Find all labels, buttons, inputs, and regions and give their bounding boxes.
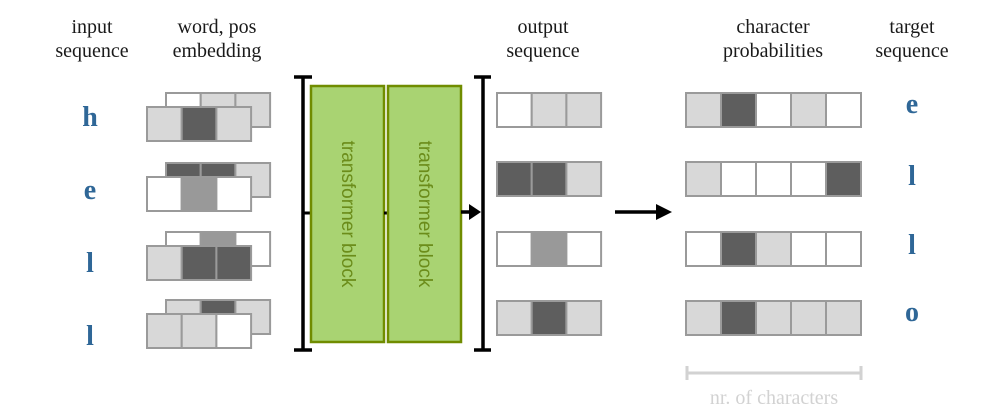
output-row: [496, 161, 603, 197]
cell-white: [825, 231, 862, 267]
transformer-block-1: transformer block: [309, 84, 386, 344]
header-line: sequence: [55, 40, 128, 62]
cell-white: [685, 231, 722, 267]
cell-white: [215, 176, 253, 212]
header-line: input: [71, 16, 113, 38]
input-token: h: [82, 102, 98, 133]
cell-white: [146, 176, 183, 212]
cell-dark: [180, 106, 218, 142]
cell-light: [146, 245, 183, 281]
cell-dark: [215, 245, 253, 281]
output-bracket: [474, 75, 491, 352]
cell-dark: [180, 245, 218, 281]
probability-row: [685, 92, 862, 128]
cell-mid: [180, 176, 218, 212]
cell-light: [146, 106, 183, 142]
arrow-to-output-icon: [461, 204, 481, 220]
cell-white: [790, 231, 827, 267]
transformer-block-2: transformer block: [386, 84, 463, 344]
output-row: [496, 92, 603, 128]
cell-mid: [530, 231, 568, 267]
header-character-probabilities: character probabilities: [723, 16, 823, 62]
input-sequence: h e l l: [82, 102, 98, 352]
cell-light: [755, 300, 792, 336]
probability-row: [685, 231, 862, 267]
transformer-block-label: transformer block: [414, 141, 435, 288]
header-line: sequence: [506, 40, 579, 62]
header-input-sequence: input sequence: [55, 16, 128, 62]
cell-light: [825, 300, 862, 336]
cell-white: [496, 92, 533, 128]
header-line: character: [736, 16, 810, 38]
cell-light: [180, 313, 218, 349]
probability-row: [685, 161, 862, 197]
header-line: target: [889, 16, 935, 38]
cell-white: [755, 92, 792, 128]
cell-light: [215, 106, 253, 142]
cell-dark: [720, 231, 757, 267]
output-row: [496, 300, 603, 336]
input-token: e: [84, 175, 96, 206]
input-bracket: [294, 75, 312, 352]
embedding-front-row: [146, 176, 253, 212]
header-line: output: [517, 16, 569, 38]
cell-light: [565, 92, 603, 128]
probability-row: [685, 300, 862, 336]
characters-span-label: nr. of characters: [710, 387, 838, 409]
arrow-head: [469, 204, 481, 220]
header-line: sequence: [875, 40, 948, 62]
cell-light: [685, 300, 722, 336]
cell-dark: [530, 300, 568, 336]
output-row: [496, 231, 603, 267]
target-token: o: [905, 297, 919, 328]
cell-dark: [530, 161, 568, 197]
cell-white: [565, 231, 603, 267]
arrow-to-probabilities-icon: [615, 204, 672, 220]
embedding-front-row: [146, 245, 253, 281]
header-line: probabilities: [723, 40, 823, 62]
target-token: e: [906, 89, 918, 120]
output-sequence-grid: [496, 92, 603, 336]
transformer-block-label: transformer block: [337, 141, 358, 288]
cell-dark: [825, 161, 862, 197]
cell-white: [755, 161, 792, 197]
cell-white: [825, 92, 862, 128]
transformer-block-box: [386, 84, 463, 344]
cell-light: [530, 92, 568, 128]
cell-light: [755, 231, 792, 267]
header-line: word, pos: [178, 16, 257, 38]
input-token: l: [86, 321, 94, 352]
cell-light: [146, 313, 183, 349]
header-target-sequence: target sequence: [875, 16, 948, 62]
input-token: l: [86, 248, 94, 279]
cell-light: [685, 161, 722, 197]
cell-white: [720, 161, 757, 197]
cell-white: [790, 161, 827, 197]
header-line: embedding: [173, 40, 262, 62]
characters-span: nr. of characters: [685, 366, 863, 409]
cell-dark: [720, 300, 757, 336]
target-token: l: [908, 230, 916, 261]
cell-dark: [720, 92, 757, 128]
cell-light: [790, 300, 827, 336]
character-probabilities-grid: [685, 92, 862, 336]
cell-light: [565, 161, 603, 197]
cell-white: [496, 231, 533, 267]
target-token: l: [908, 161, 916, 192]
cell-white: [215, 313, 253, 349]
header-embedding: word, pos embedding: [173, 16, 262, 62]
target-sequence: e l l o: [905, 89, 919, 328]
cell-dark: [496, 161, 533, 197]
cell-light: [565, 300, 603, 336]
header-output-sequence: output sequence: [506, 16, 579, 62]
embedding-grid: [146, 92, 272, 349]
embedding-front-row: [146, 313, 253, 349]
cell-light: [790, 92, 827, 128]
cell-light: [685, 92, 722, 128]
cell-light: [496, 300, 533, 336]
transformer-block-box: [309, 84, 386, 344]
embedding-front-row: [146, 106, 253, 142]
arrow-head: [656, 204, 672, 220]
